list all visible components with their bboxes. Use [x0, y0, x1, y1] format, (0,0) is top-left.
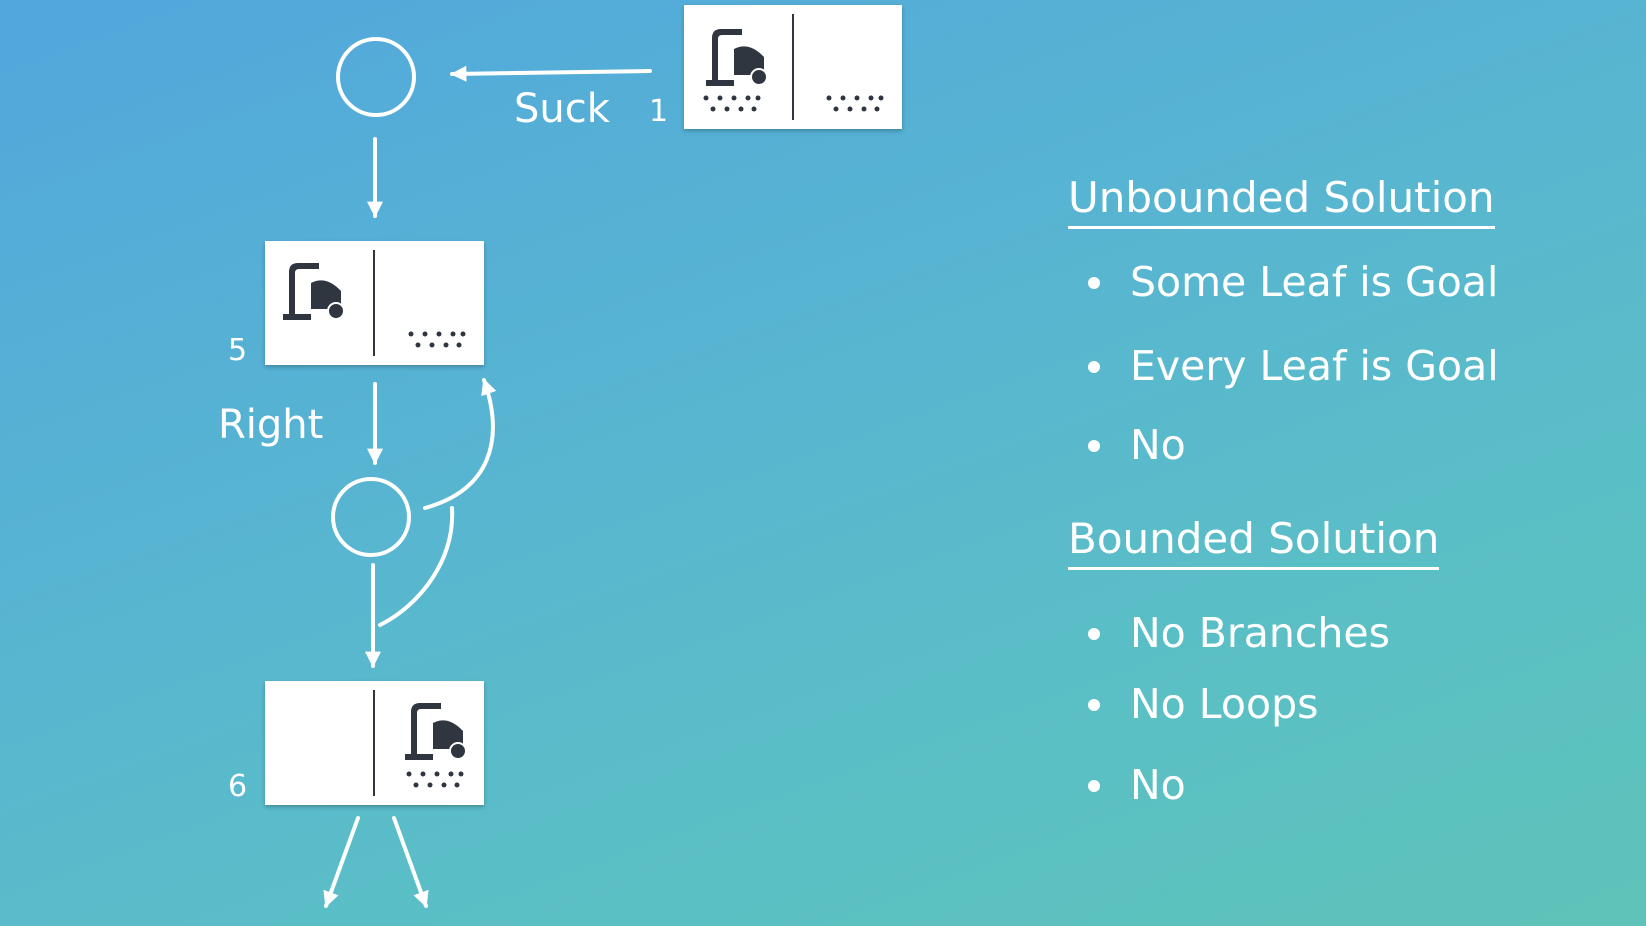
bullet-dot [1088, 699, 1100, 711]
edge-label-suck: Suck [514, 86, 610, 132]
bullet-text: Some Leaf is Goal [1130, 258, 1499, 306]
unbounded-item-3: No [1088, 421, 1186, 469]
vacuum-icon [404, 703, 467, 760]
dirt-icon [826, 95, 884, 112]
bounded-item-3: No [1088, 761, 1186, 809]
arrow-node-6-left [323, 816, 360, 908]
left-cell [684, 5, 793, 129]
cell-divider [373, 250, 375, 356]
right-cell [375, 241, 485, 365]
bullet-text: Every Leaf is Goal [1130, 342, 1499, 390]
bounded-solution-heading: Bounded Solution [1068, 515, 1440, 570]
node-number-1: 1 [649, 94, 669, 129]
right-cell [793, 5, 902, 129]
arrow-suck [450, 65, 652, 82]
unbounded-solution-heading: Unbounded Solution [1068, 174, 1495, 229]
bullet-dot [1088, 780, 1100, 792]
arrow-loop-back-to-node-5 [423, 378, 497, 510]
bullet-dot [1088, 440, 1100, 452]
dirt-icon [406, 771, 463, 788]
edge-label-right: Right [218, 402, 324, 448]
bullet-text: No [1130, 421, 1186, 469]
right-cell [375, 681, 485, 805]
unbounded-item-2: Every Leaf is Goal [1088, 342, 1499, 390]
bullet-text: No Loops [1130, 680, 1319, 728]
vacuum-icon [283, 263, 345, 320]
node-number-5: 5 [228, 333, 248, 368]
arrow-node-6-right [392, 816, 429, 908]
chance-node-circle-top [336, 37, 416, 117]
bounded-item-2: No Loops [1088, 680, 1319, 728]
arrow-curve-to-node-6 [378, 506, 455, 627]
node-number-6: 6 [228, 769, 248, 804]
left-cell [265, 241, 375, 365]
chance-node-circle-right [331, 477, 411, 557]
dirt-icon [408, 331, 465, 348]
bounded-item-1: No Branches [1088, 609, 1390, 657]
bullet-text: No Branches [1130, 609, 1390, 657]
bullet-dot [1088, 361, 1100, 373]
dirt-icon [703, 95, 761, 112]
bullet-text: No [1130, 761, 1186, 809]
left-cell [265, 681, 375, 805]
cell-divider [792, 14, 794, 120]
state-node-5 [265, 241, 484, 365]
cell-divider [373, 690, 375, 796]
vacuum-icon [706, 29, 768, 86]
bullet-dot [1088, 628, 1100, 640]
state-node-6 [265, 681, 484, 805]
unbounded-item-1: Some Leaf is Goal [1088, 258, 1499, 306]
state-node-1 [684, 5, 902, 129]
bullet-dot [1088, 277, 1100, 289]
